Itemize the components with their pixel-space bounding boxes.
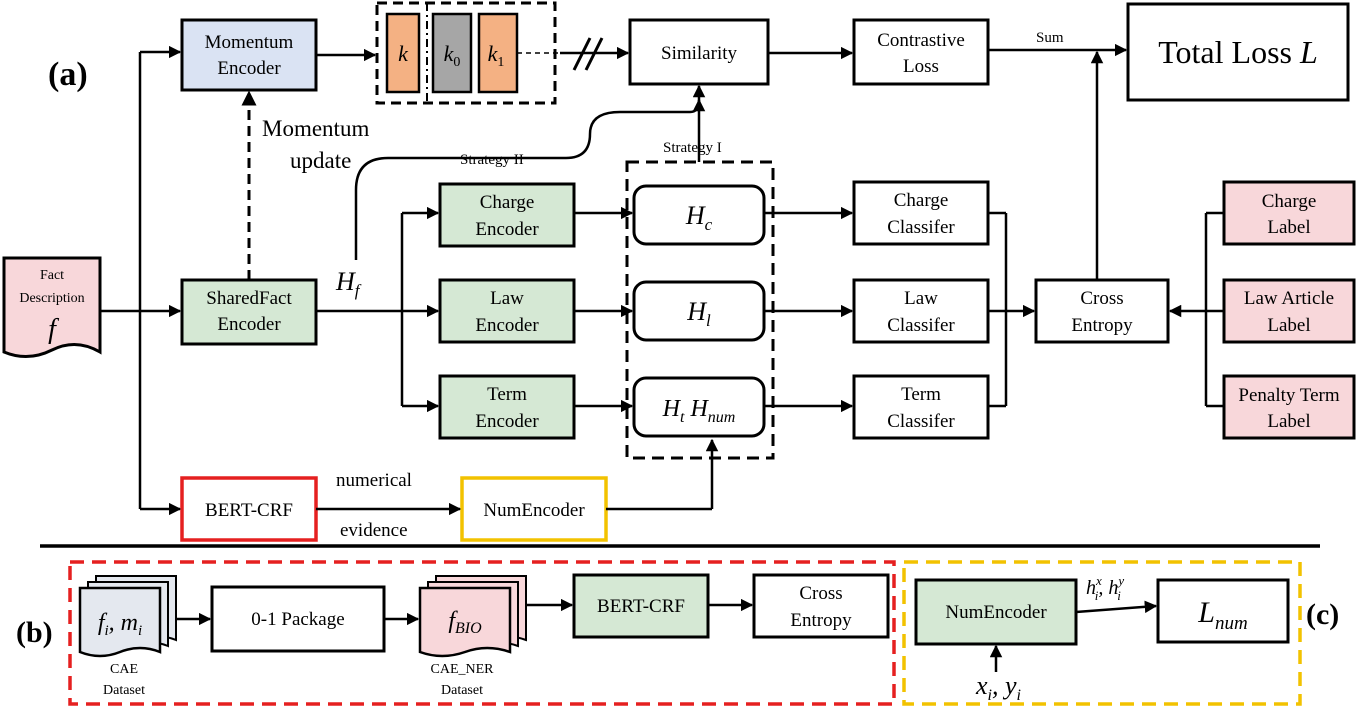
num-encoder-label: NumEncoder	[483, 500, 585, 521]
term-encoder-label-1: Term	[487, 384, 527, 405]
cae-ner-dataset-document: fBIO CAE_NER Dataset	[418, 575, 527, 698]
num-input-label: xi, yi	[975, 671, 1021, 704]
law-classifier-box: Law Classifer	[852, 278, 990, 344]
h-c-label: Hc	[685, 201, 713, 234]
numerical-label: numerical	[336, 470, 412, 491]
evidence-label: evidence	[340, 520, 408, 541]
fact-description-label-2: Description	[19, 291, 84, 306]
penalty-term-label-box: Penalty Term Label	[1222, 374, 1356, 440]
cross-entropy-box: Cross Entropy	[1034, 278, 1170, 344]
bert-crf-b-box: BERT-CRF	[572, 573, 710, 639]
h-t-box: Ht Hnum	[632, 376, 766, 438]
law-encoder-label-2: Encoder	[475, 315, 539, 336]
bio-doc-symbol: fBIO	[448, 608, 482, 637]
panel-b-frame	[68, 560, 896, 706]
penalty-term-label-text-1: Penalty Term	[1238, 385, 1339, 406]
law-article-label-box: Law Article Label	[1222, 278, 1356, 344]
bert-crf-box: BERT-CRF	[180, 476, 318, 542]
panel-c-frame	[902, 560, 1302, 706]
cross-entropy-b-label-1: Cross	[799, 583, 842, 604]
num-encoder-c-label: NumEncoder	[945, 602, 1047, 623]
panel-label-b: (b)	[16, 616, 53, 649]
shared-fact-encoder-label-2: Encoder	[217, 314, 281, 335]
package-box: 0-1 Package	[210, 585, 386, 653]
momentum-update-label-1: Momentum	[262, 116, 369, 141]
term-classifier-box: Term Classifer	[852, 374, 990, 440]
cae-doc-symbol: fi, mi	[98, 610, 142, 639]
charge-classifier-box: Charge Classifer	[852, 180, 990, 246]
term-encoder-label-2: Encoder	[475, 411, 539, 432]
charge-label-text-1: Charge	[1262, 191, 1317, 212]
cae-ner-dataset-label-1: CAE_NER	[431, 662, 495, 677]
connectors-c	[989, 600, 1158, 672]
fact-description-label-1: Fact	[40, 268, 64, 283]
key-k: k	[398, 41, 409, 66]
panel-label-c: (c)	[1306, 598, 1339, 631]
cae-dataset-label-1: CAE	[110, 662, 138, 677]
term-classifier-label-2: Classifer	[887, 411, 955, 432]
fact-description-symbol: f	[48, 314, 59, 345]
law-classifier-label-1: Law	[904, 288, 938, 309]
h-l-label: Hl	[686, 297, 711, 330]
charge-encoder-box: Charge Encoder	[438, 182, 576, 248]
fact-description-document: Fact Description f	[2, 256, 102, 358]
penalty-term-label-text-2: Label	[1267, 411, 1310, 432]
contrastive-loss-label-1: Contrastive	[877, 30, 965, 51]
charge-label-text-2: Label	[1267, 217, 1310, 238]
connectors-b	[176, 598, 754, 626]
h-c-box: Hc	[632, 184, 766, 246]
charge-encoder-label-2: Encoder	[475, 219, 539, 240]
total-loss-label: Total Loss L	[1158, 34, 1318, 70]
charge-encoder-label-1: Charge	[480, 192, 535, 213]
charge-label-box: Charge Label	[1222, 180, 1356, 246]
momentum-encoder-label-1: Momentum	[205, 32, 294, 53]
charge-classifier-label-1: Charge	[894, 190, 949, 211]
bert-crf-b-label: BERT-CRF	[597, 596, 685, 617]
shared-fact-encoder-box: SharedFact Encoder	[180, 278, 318, 346]
key-k0: k0	[444, 41, 461, 70]
key-k1: k1	[488, 41, 505, 70]
law-classifier-label-2: Classifer	[887, 315, 955, 336]
similarity-box: Similarity	[628, 18, 770, 86]
term-classifier-label-1: Term	[901, 384, 941, 405]
momentum-update-label-2: update	[290, 148, 351, 173]
cae-dataset-label-2: Dataset	[103, 683, 145, 698]
similarity-label: Similarity	[661, 43, 738, 64]
l-num-box: Lnum	[1156, 578, 1290, 644]
total-loss-box: Total Loss L	[1126, 2, 1350, 102]
sum-label: Sum	[1036, 30, 1064, 46]
cae-dataset-document: fi, mi CAE Dataset	[78, 575, 177, 698]
num-encoder-c-box: NumEncoder	[914, 578, 1078, 646]
law-article-label-text-2: Label	[1267, 315, 1310, 336]
momentum-encoder-label-2: Encoder	[217, 58, 281, 79]
l-num-label: Lnum	[1197, 596, 1247, 634]
bert-crf-label: BERT-CRF	[205, 500, 293, 521]
momentum-encoder-box: Momentum Encoder	[180, 18, 318, 92]
h-l-box: Hl	[632, 280, 766, 342]
h-f-label: Hf	[335, 267, 362, 300]
cross-entropy-label-2: Entropy	[1071, 315, 1133, 336]
num-encoder-box: NumEncoder	[460, 476, 608, 542]
cae-ner-dataset-label-2: Dataset	[441, 683, 483, 698]
package-label: 0-1 Package	[251, 609, 344, 630]
cross-entropy-label-1: Cross	[1080, 288, 1123, 309]
cross-entropy-b-box: Cross Entropy	[752, 573, 890, 639]
panel-label-a: (a)	[48, 56, 88, 93]
law-encoder-label-1: Law	[490, 288, 524, 309]
law-encoder-box: Law Encoder	[438, 278, 576, 344]
strategy-ii-label: Strategy II	[460, 152, 524, 168]
connectors-a	[100, 37, 1224, 516]
h-t-label: Ht Hnum	[662, 396, 736, 426]
cross-entropy-b-label-2: Entropy	[790, 610, 852, 631]
strategy-i-label: Strategy I	[663, 140, 722, 156]
term-encoder-box: Term Encoder	[438, 374, 576, 440]
law-article-label-text-1: Law Article	[1244, 288, 1334, 309]
charge-classifier-label-2: Classifer	[887, 217, 955, 238]
shared-fact-encoder-label-1: SharedFact	[206, 288, 292, 309]
contrastive-loss-box: Contrastive Loss	[852, 18, 990, 86]
contrastive-loss-label-2: Loss	[903, 56, 939, 77]
